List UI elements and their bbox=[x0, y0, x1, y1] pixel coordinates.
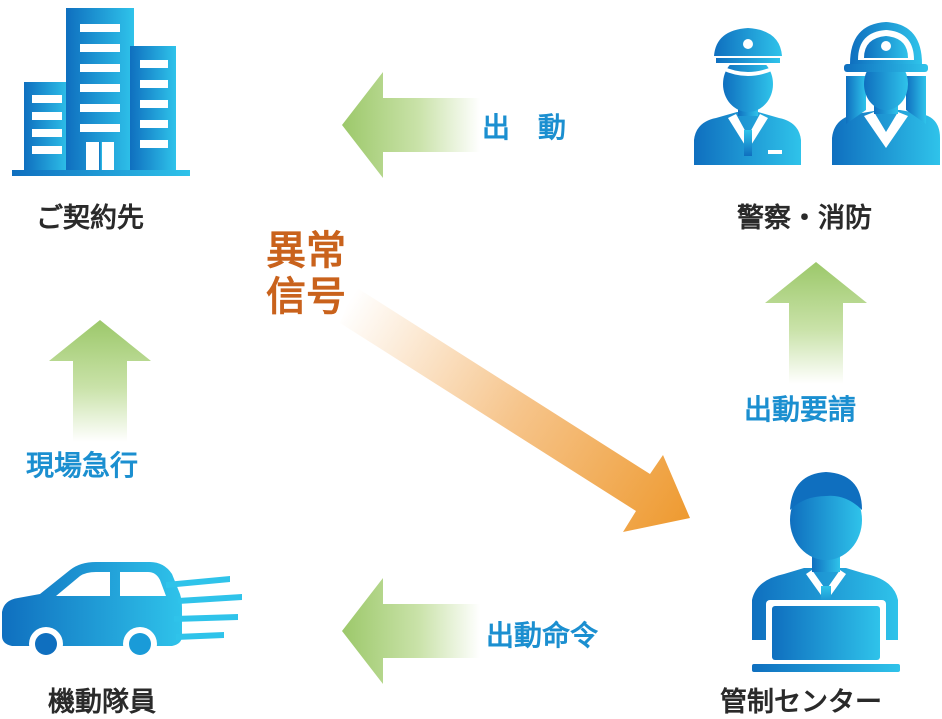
rush-to-site-arrow bbox=[49, 320, 151, 442]
firefighter-icon bbox=[832, 22, 940, 165]
building-icon bbox=[12, 8, 190, 176]
dispatch-label: 出 動 bbox=[482, 111, 567, 144]
dispatch-request-arrow bbox=[765, 262, 867, 384]
alarm-signal-line1: 異常 bbox=[266, 228, 346, 274]
alarm-signal-label: 異常 信号 bbox=[266, 228, 346, 320]
mobile-unit-label: 機動隊員 bbox=[48, 687, 156, 718]
alarm-signal-arrow bbox=[340, 286, 690, 532]
car-icon bbox=[2, 562, 242, 661]
rush-to-site-label: 現場急行 bbox=[26, 449, 139, 482]
police-fire-label: 警察・消防 bbox=[737, 203, 872, 234]
operator-icon bbox=[752, 472, 900, 672]
alarm-signal-line2: 信号 bbox=[266, 274, 346, 320]
dispatch-order-label: 出動命令 bbox=[486, 619, 599, 652]
police-officer-icon bbox=[694, 28, 801, 165]
dispatch-order-arrow bbox=[342, 578, 480, 684]
dispatch-request-label: 出動要請 bbox=[744, 393, 857, 426]
client-label: ご契約先 bbox=[36, 203, 144, 234]
dispatch-arrow bbox=[342, 72, 480, 178]
control-center-label: 管制センター bbox=[720, 687, 882, 718]
